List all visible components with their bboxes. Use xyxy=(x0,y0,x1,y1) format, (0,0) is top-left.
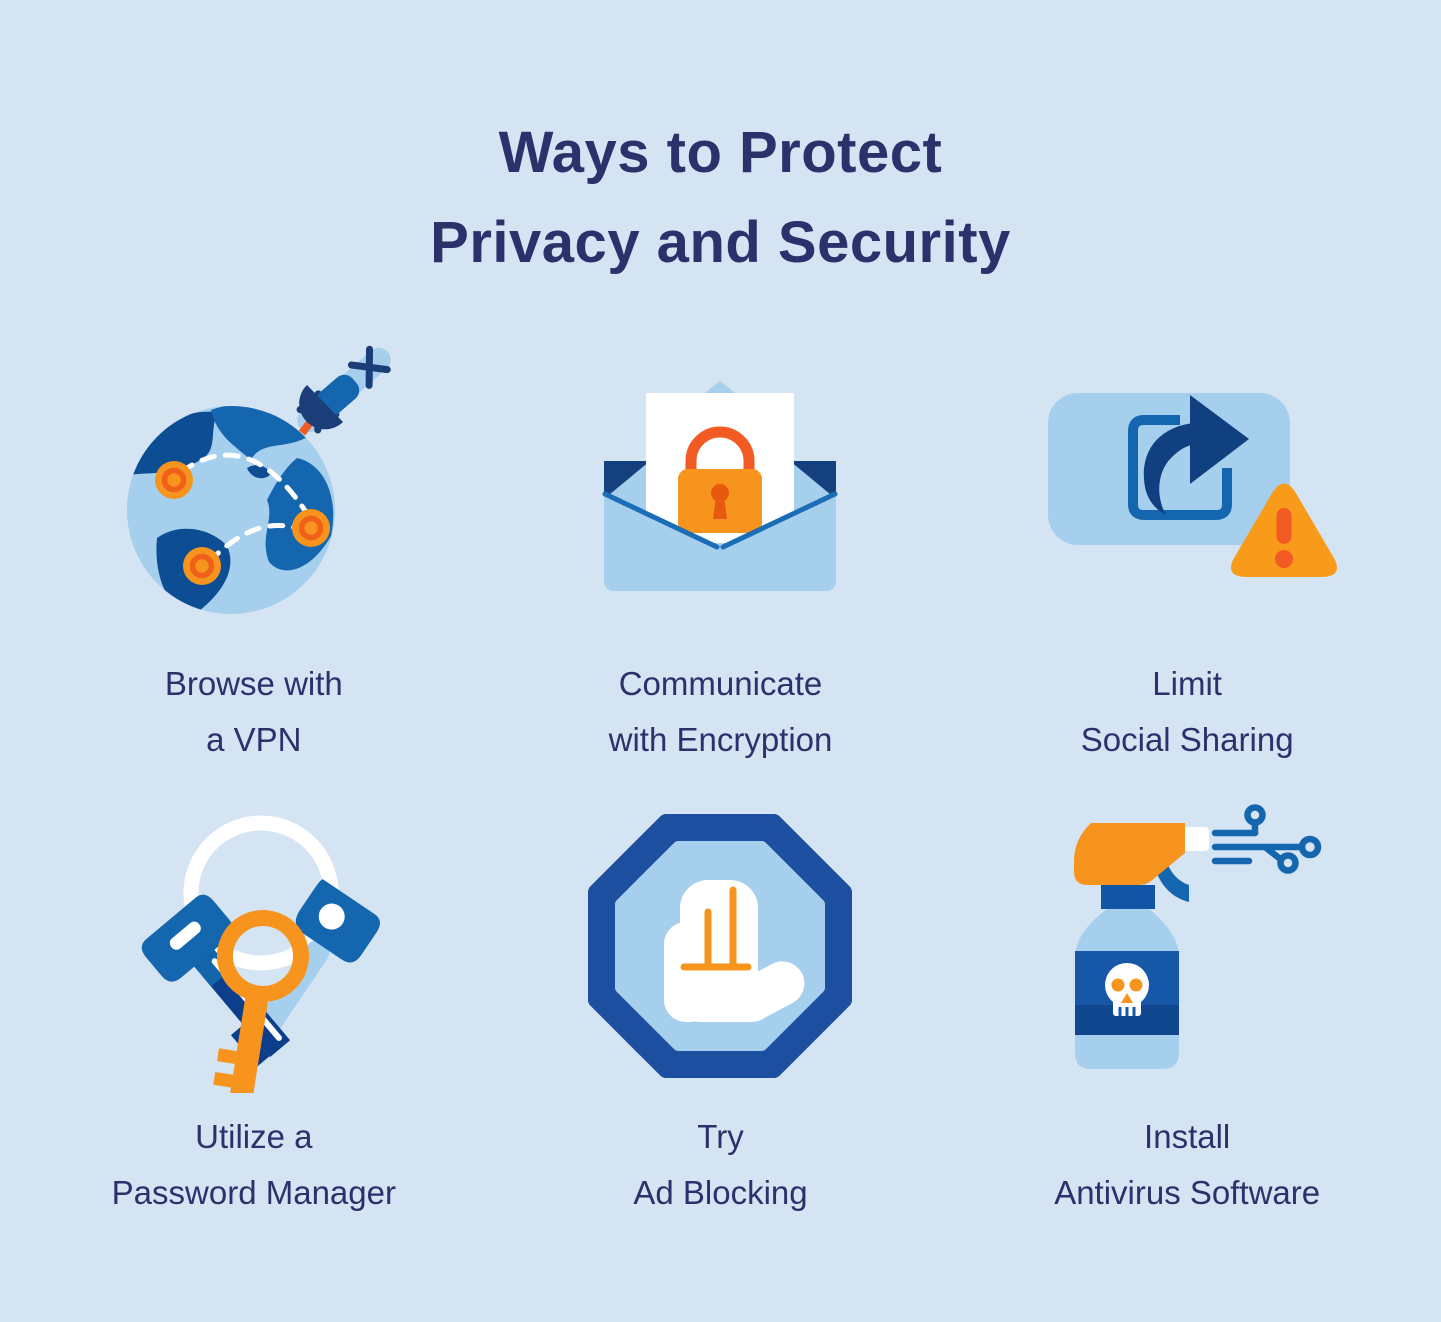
keyring-keys-icon xyxy=(141,815,380,1093)
antivirus-spray-icon xyxy=(1074,803,1322,1069)
tip-antivirus-caption: Install Antivirus Software xyxy=(1054,1109,1320,1221)
share-warning-icon xyxy=(1048,393,1338,577)
tip-password-manager-caption-line2: Password Manager xyxy=(111,1174,396,1211)
tip-vpn-caption: Browse with a VPN xyxy=(165,656,343,768)
tip-antivirus: Install Antivirus Software xyxy=(954,798,1421,1221)
tip-encryption: Communicate with Encryption xyxy=(487,340,954,768)
share-warning-icon xyxy=(1032,340,1342,640)
tip-social-sharing-caption-line2: Social Sharing xyxy=(1080,721,1294,758)
tip-ad-blocking: Try Ad Blocking xyxy=(487,798,954,1221)
tip-vpn-caption-line2: a VPN xyxy=(206,721,302,758)
tips-grid: Browse with a VPN xyxy=(21,340,1421,1221)
stop-hand-octagon-icon xyxy=(588,813,853,1078)
tip-password-manager: Utilize a Password Manager xyxy=(21,798,488,1221)
tip-password-manager-caption-line1: Utilize a xyxy=(195,1118,313,1155)
tip-vpn-caption-line1: Browse with xyxy=(164,665,343,702)
tip-social-sharing: Limit Social Sharing xyxy=(954,340,1421,768)
tip-ad-blocking-caption-line1: Try xyxy=(697,1118,744,1155)
tip-social-sharing-caption: Limit Social Sharing xyxy=(1081,656,1294,768)
page-title-line2: Privacy and Security xyxy=(430,210,1011,275)
tip-ad-blocking-caption-line2: Ad Blocking xyxy=(633,1174,808,1211)
tip-encryption-caption-line1: Communicate xyxy=(618,665,823,702)
tip-encryption-caption: Communicate with Encryption xyxy=(609,656,833,768)
vpn-globe-satellite-icon xyxy=(99,340,409,640)
tip-social-sharing-caption-line1: Limit xyxy=(1152,665,1222,702)
tip-encryption-caption-line2: with Encryption xyxy=(608,721,833,758)
envelope-padlock-icon xyxy=(590,340,850,640)
tip-password-manager-caption: Utilize a Password Manager xyxy=(112,1109,396,1221)
stop-hand-octagon-icon xyxy=(580,798,860,1093)
keyring-keys-icon xyxy=(99,798,409,1093)
tip-antivirus-caption-line1: Install xyxy=(1144,1118,1231,1155)
vpn-globe-satellite-icon xyxy=(126,345,391,614)
envelope-padlock-icon xyxy=(602,381,838,591)
antivirus-spray-icon xyxy=(1027,798,1347,1093)
page-title: Ways to Protect Privacy and Security xyxy=(0,0,1441,288)
tip-antivirus-caption-line2: Antivirus Software xyxy=(1054,1174,1321,1211)
tip-ad-blocking-caption: Try Ad Blocking xyxy=(633,1109,807,1221)
page-title-line1: Ways to Protect xyxy=(498,120,943,185)
tip-vpn: Browse with a VPN xyxy=(21,340,488,768)
